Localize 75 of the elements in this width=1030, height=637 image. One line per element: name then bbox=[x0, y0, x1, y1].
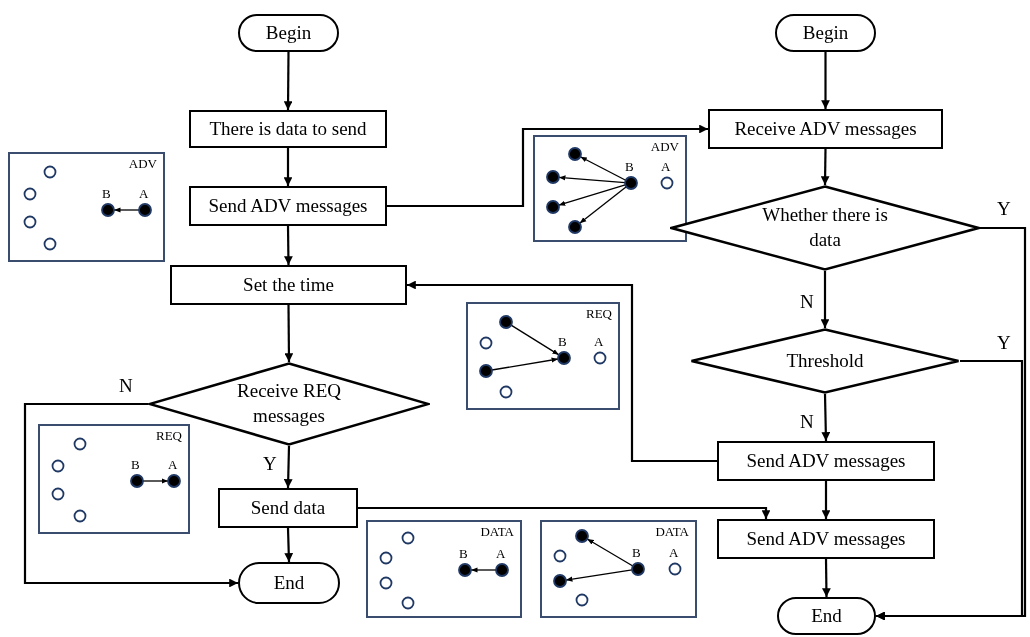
node-label: A bbox=[594, 335, 604, 348]
node-label: B bbox=[131, 458, 140, 471]
arrow bbox=[23, 402, 238, 588]
arrow bbox=[407, 280, 717, 463]
step-label: Send ADV messages bbox=[746, 450, 906, 472]
node-label: A bbox=[168, 458, 178, 471]
message-type-label: REQ bbox=[156, 429, 182, 442]
arrow bbox=[283, 148, 293, 186]
edge-label: Y bbox=[996, 333, 1012, 352]
node-label: A bbox=[669, 546, 679, 559]
arrow bbox=[358, 506, 771, 519]
arrow bbox=[283, 445, 293, 489]
arrow bbox=[284, 226, 293, 265]
node-label: B bbox=[558, 335, 567, 348]
node-label: A bbox=[496, 547, 506, 560]
terminal-pill bbox=[777, 597, 876, 635]
message-type-label: ADV bbox=[650, 140, 679, 153]
decision-diamond bbox=[690, 328, 960, 394]
process-box bbox=[717, 519, 935, 559]
network-panel bbox=[38, 424, 190, 534]
node-label: B bbox=[102, 187, 111, 200]
network-panel bbox=[533, 135, 687, 242]
arrow bbox=[821, 393, 831, 442]
process-box bbox=[218, 488, 358, 528]
terminal-pill bbox=[775, 14, 876, 52]
step-label: Begin bbox=[802, 22, 849, 44]
decision-diamond bbox=[670, 185, 980, 271]
message-type-label: DATA bbox=[480, 525, 514, 538]
step-label: Send data bbox=[250, 497, 326, 519]
edge-label: N bbox=[799, 292, 815, 311]
arrow bbox=[820, 271, 830, 328]
network-panel bbox=[466, 302, 620, 410]
node-label: A bbox=[139, 187, 149, 200]
edge-label: N bbox=[799, 412, 815, 431]
terminal-pill bbox=[238, 562, 340, 604]
arrow bbox=[284, 305, 294, 362]
arrow bbox=[821, 52, 830, 109]
process-box bbox=[708, 109, 943, 149]
arrow bbox=[387, 124, 708, 208]
step-label: Receive ADV messages bbox=[734, 118, 917, 140]
node-label: A bbox=[661, 160, 671, 173]
terminal-pill bbox=[238, 14, 339, 52]
step-label: Send ADV messages bbox=[208, 195, 368, 217]
process-box bbox=[189, 186, 387, 226]
step-label: Receive REQ messages bbox=[236, 379, 342, 428]
message-type-label: REQ bbox=[586, 307, 612, 320]
network-panel bbox=[540, 520, 697, 618]
step-label: Threshold bbox=[785, 348, 865, 373]
step-label: End bbox=[273, 572, 305, 594]
network-panel bbox=[8, 152, 165, 262]
edge-label: N bbox=[118, 376, 134, 395]
step-label: There is data to send bbox=[209, 118, 367, 140]
step-label: Set the time bbox=[243, 274, 334, 296]
process-box bbox=[189, 110, 387, 148]
message-type-label: DATA bbox=[655, 525, 689, 538]
decision-diamond bbox=[148, 362, 430, 446]
step-label: End bbox=[811, 605, 842, 627]
step-label: Send ADV messages bbox=[746, 528, 906, 550]
arrow bbox=[820, 149, 830, 185]
arrow bbox=[283, 52, 293, 110]
process-box bbox=[717, 441, 935, 481]
node-label: B bbox=[625, 160, 634, 173]
arrow bbox=[821, 481, 831, 519]
step-label: Whether there is data bbox=[761, 203, 889, 252]
step-label: Begin bbox=[265, 22, 312, 44]
node-label: B bbox=[459, 547, 468, 560]
edge-label: Y bbox=[996, 199, 1012, 218]
arrow bbox=[876, 359, 1024, 621]
arrow bbox=[284, 527, 294, 563]
process-box bbox=[170, 265, 407, 305]
message-type-label: ADV bbox=[128, 157, 157, 170]
network-panel bbox=[366, 520, 522, 618]
edge-label: Y bbox=[262, 454, 278, 473]
node-label: B bbox=[632, 546, 641, 559]
arrow bbox=[822, 559, 831, 597]
